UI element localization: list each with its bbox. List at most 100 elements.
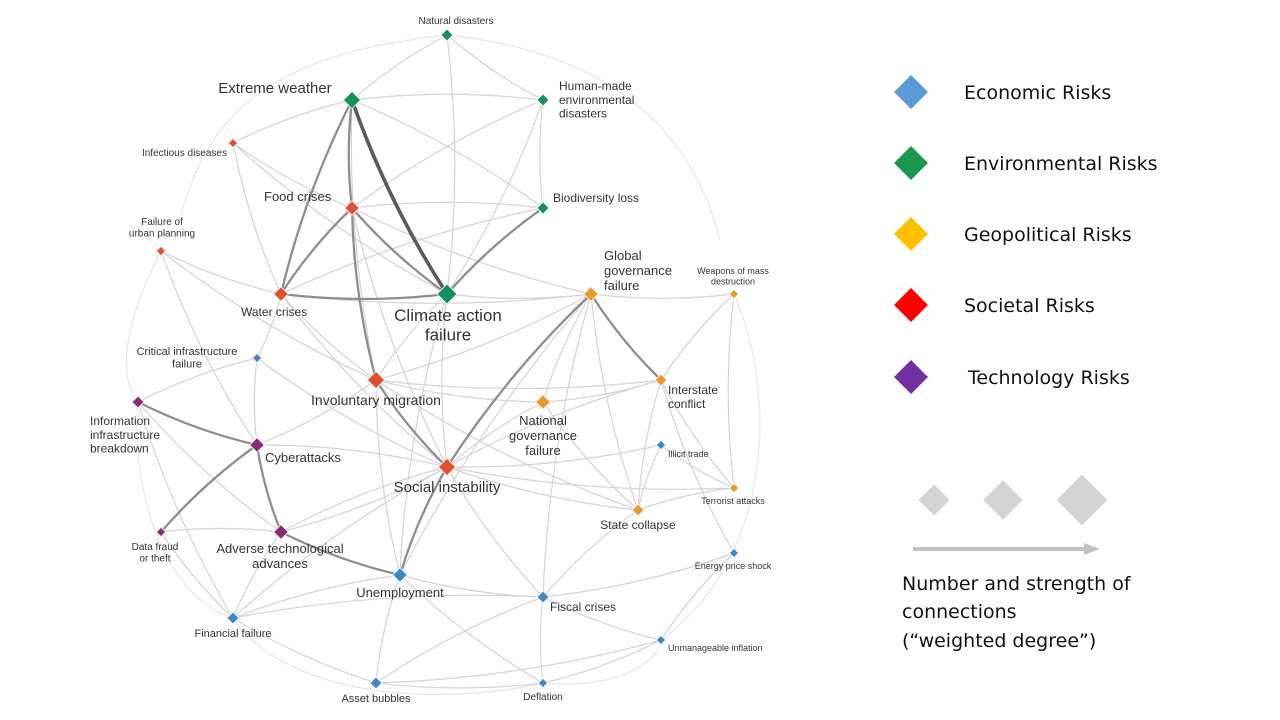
node-cyberattacks — [249, 437, 265, 453]
edge-adverse-tech-to-data-fraud — [160, 527, 282, 533]
label-urban-planning-line-2: urban planning — [129, 229, 195, 240]
edge-climate-action-to-involuntary-migration — [375, 293, 448, 381]
edge-adverse-tech-to-financial-failure — [232, 531, 282, 619]
edge-interstate-conflict-to-state-collapse — [637, 379, 662, 511]
label-fiscal-crises: Fiscal crises — [550, 600, 616, 614]
label-critical-infrastructure-line-1: Critical infrastructure — [137, 346, 238, 358]
label-climate-action-line-1: Climate action — [394, 306, 502, 325]
edge-fiscal-crises-to-financial-failure — [232, 594, 544, 619]
edge-food-crises-to-climate-action — [350, 206, 449, 296]
edge-illicit-trade-to-state-collapse — [637, 444, 662, 511]
label-cyberattacks: Cyberattacks — [265, 450, 341, 465]
node-natural-disasters — [440, 28, 454, 42]
edge-global-governance-to-wmd — [590, 293, 735, 299]
node-extreme-weather — [342, 90, 362, 110]
edge-interstate-conflict-to-social-instability — [446, 379, 662, 468]
label-wmd-line-2: destruction — [711, 276, 755, 286]
label-info-infrastructure-line-1: Information — [90, 414, 150, 428]
edge-social-instability-to-financial-failure — [232, 466, 448, 619]
node-fiscal-crises — [536, 590, 550, 604]
label-global-governance-line-3: failure — [604, 278, 639, 293]
label-interstate-conflict-line-1: Interstate — [668, 383, 718, 397]
edge-adverse-tech-to-unemployment — [279, 530, 402, 577]
edge-biodiversity-loss-to-climate-action — [445, 206, 545, 296]
edge-climate-action-to-social-instability — [441, 293, 448, 468]
label-urban-planning-line-1: Failure of — [141, 217, 183, 228]
edge-natural-disasters-to-human-made-disasters — [446, 34, 544, 101]
network-background-arcs — [125, 34, 761, 696]
label-national-governance-line-1: National — [519, 413, 567, 428]
edge-critical-infrastructure-to-info-infrastructure — [137, 357, 258, 403]
edge-global-governance-to-national-governance — [542, 293, 592, 403]
edge-involuntary-migration-to-interstate-conflict — [375, 379, 662, 390]
size-legend-diamond-large — [1056, 474, 1108, 526]
edge-climate-action-to-natural-disasters — [446, 34, 456, 295]
node-water-crises — [273, 286, 289, 302]
size-legend-caption-line-1: Number and strength of — [902, 573, 1132, 595]
legend-swatch-economic — [894, 75, 928, 109]
edge-global-governance-to-state-collapse — [590, 293, 639, 511]
edge-social-instability-to-illicit-trade — [446, 444, 662, 468]
label-info-infrastructure-line-2: infrastructure — [90, 428, 160, 442]
node-interstate-conflict — [654, 373, 668, 387]
edge-urban-planning-to-cyberattacks — [160, 250, 258, 446]
edge-involuntary-migration-to-state-collapse — [375, 379, 639, 511]
label-national-governance-line-3: failure — [525, 443, 560, 458]
edge-cyberattacks-to-adverse-tech — [255, 443, 283, 534]
edge-water-crises-to-social-instability — [280, 293, 448, 468]
label-data-fraud-line-2: or theft — [139, 554, 170, 565]
legend-label-technology: Technology Risks — [967, 367, 1130, 389]
legend-item-societal: Societal Risks — [894, 288, 1095, 322]
edge-wmd-to-interstate-conflict — [660, 293, 735, 381]
edge-food-crises-to-water-crises — [279, 206, 354, 296]
label-energy-price: Energy price shock — [695, 561, 772, 571]
edge-critical-infrastructure-to-social-instability — [256, 357, 448, 468]
size-legend-diamond-medium — [983, 480, 1023, 520]
edge-asset-bubbles-to-unmanageable-inflation — [375, 639, 662, 684]
legend-item-geopolitical: Geopolitical Risks — [894, 217, 1132, 251]
edge-unemployment-to-financial-failure — [232, 574, 401, 619]
background-arc-7 — [542, 639, 662, 685]
edge-critical-infrastructure-to-water-crises — [256, 293, 282, 359]
edge-unemployment-to-deflation — [399, 574, 544, 684]
edge-deflation-to-unmanageable-inflation — [542, 639, 662, 684]
label-illicit-trade: Illicit trade — [668, 449, 709, 459]
node-food-crises — [344, 200, 360, 216]
edge-info-infrastructure-to-adverse-tech — [137, 401, 282, 533]
background-arc-3 — [660, 293, 761, 641]
edge-extreme-weather-to-food-crises — [347, 98, 354, 210]
edge-infectious-diseases-to-food-crises — [232, 142, 353, 209]
edge-infectious-diseases-to-water-crises — [232, 142, 282, 295]
background-arc-1 — [446, 34, 721, 241]
label-deflation: Deflation — [523, 692, 562, 703]
node-adverse-tech — [273, 524, 289, 540]
category-legend: Economic Risks Environmental Risks Geopo… — [894, 75, 1158, 394]
label-unmanageable-inflation: Unmanageable inflation — [668, 643, 763, 653]
edge-social-instability-to-cyberattacks — [256, 444, 448, 468]
background-arc-4 — [136, 401, 234, 619]
edge-national-governance-to-social-instability — [446, 401, 544, 468]
label-biodiversity-loss: Biodiversity loss — [553, 191, 639, 205]
label-human-made-disasters-line-3: disasters — [559, 107, 607, 121]
label-natural-disasters: Natural disasters — [418, 16, 493, 27]
label-global-governance-line-1: Global — [604, 248, 642, 263]
edge-urban-planning-to-water-crises — [160, 250, 282, 295]
node-wmd — [728, 288, 740, 300]
edge-extreme-weather-to-water-crises — [279, 98, 354, 296]
node-global-governance — [583, 286, 599, 302]
edge-state-collapse-to-fiscal-crises — [542, 509, 639, 598]
edge-data-fraud-to-financial-failure — [160, 531, 234, 619]
edge-illicit-trade-to-terrorist-attacks — [660, 444, 735, 489]
legend-label-geopolitical: Geopolitical Risks — [964, 224, 1132, 246]
edge-extreme-weather-to-infectious-diseases — [232, 99, 353, 144]
edge-natural-disasters-to-extreme-weather — [351, 34, 448, 101]
node-state-collapse — [631, 503, 645, 517]
edge-fiscal-crises-to-energy-price — [542, 552, 735, 598]
legend-label-environmental: Environmental Risks — [964, 153, 1158, 175]
node-national-governance — [535, 394, 551, 410]
label-terrorist-attacks: Terrorist attacks — [701, 496, 765, 506]
node-unmanageable-inflation — [655, 634, 667, 646]
node-info-infrastructure — [131, 395, 145, 409]
